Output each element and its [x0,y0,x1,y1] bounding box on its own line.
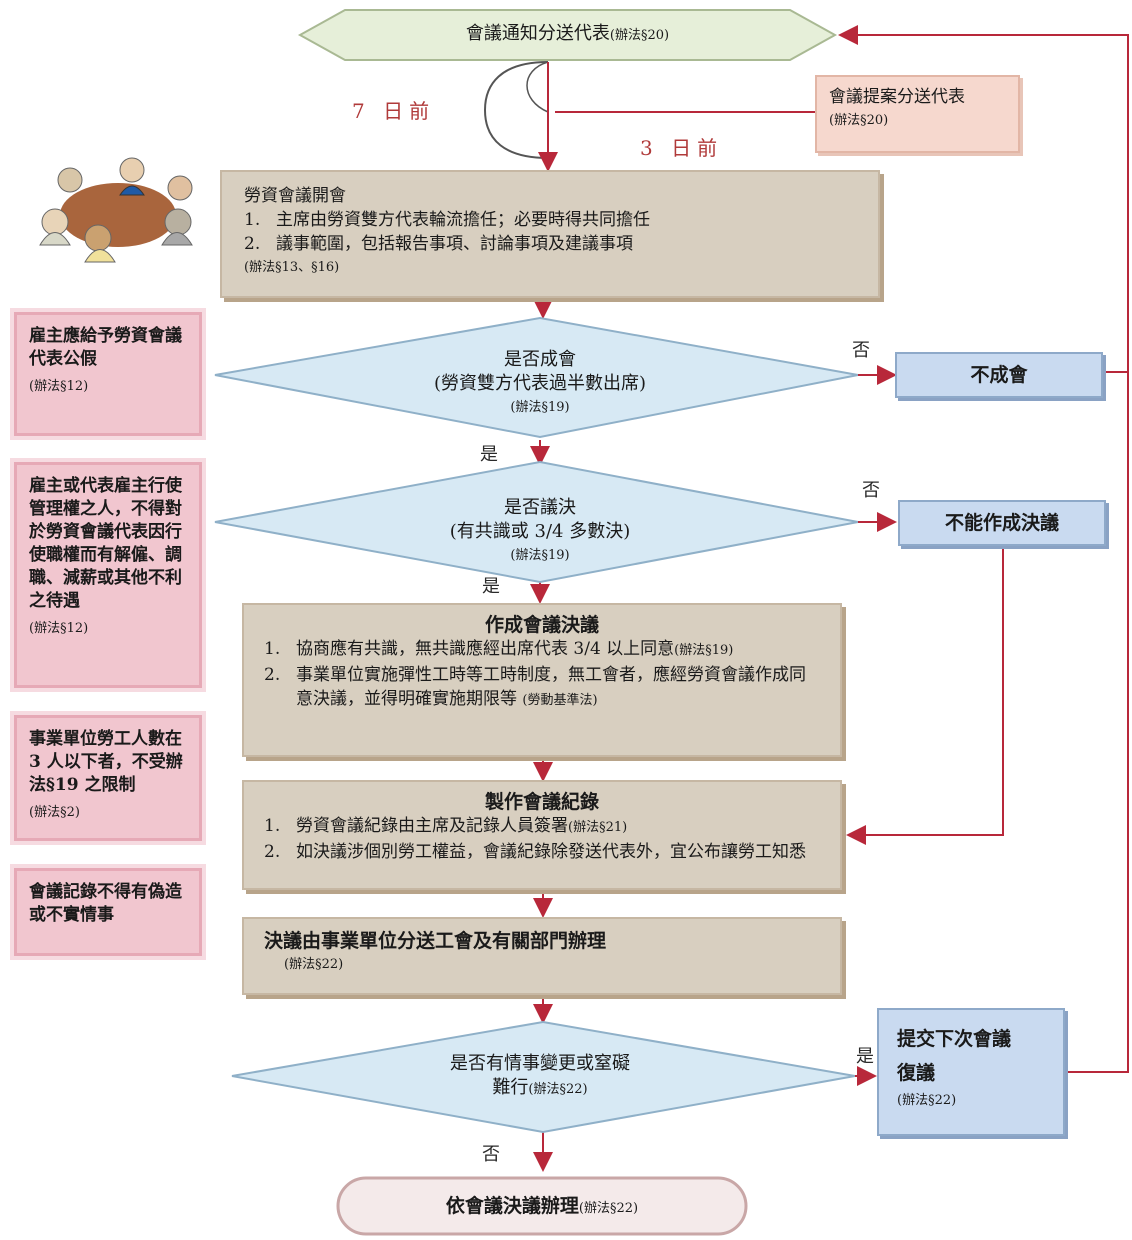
minutes-item-1-text: 勞資會議紀錄由主席及記錄人員簽署 [296,816,568,836]
side-note-4: 會議記錄不得有偽造或不實情事 [14,868,202,956]
meeting-item-2: 2. 議事範圍，包括報告事項、討論事項及建議事項 [244,232,856,256]
quorum-ref: (辦法§19) [510,400,570,415]
execute-text: 依會議決議辦理 [445,1195,579,1217]
resolve-no-label: 否 [862,480,880,501]
meeting-ref: (辦法§13、§16) [244,260,340,275]
quorum-line2: (勞資雙方代表過半數出席) [433,373,647,394]
notice-shape [297,9,838,61]
days-7-label: 7 日前 [352,99,436,123]
minutes-item-1: 1. 勞資會議紀錄由主席及記錄人員簽署(辦法§21) [264,814,820,840]
change-text: 是否有情事變更或窒礙 難行(辦法§22) [370,1052,710,1102]
no-resolution-box: 不能作成決議 [898,500,1106,546]
execute-ref: (辦法§22) [578,1201,639,1216]
make-resolution-item-2-num: 2. [264,665,281,685]
make-resolution-title: 作成會議決議 [484,614,599,636]
meeting-item-1-text: 主席由勞資雙方代表輪流擔任；必要時得共同擔任 [276,210,650,230]
side-note-2: 雇主或代表雇主行使管理權之人，不得對於勞資會議代表因行使職權而有解僱、調職、減薪… [14,462,202,688]
change-yes-label: 是 [856,1046,874,1067]
notice-label: 會議通知分送代表(辦法§20) [345,22,790,48]
no-quorum-box: 不成會 [895,352,1103,398]
minutes-item-2: 2. 如決議涉個別勞工權益，會議紀錄除發送代表外，宜公布讓勞工知悉 [264,840,820,864]
side-note-3: 事業單位勞工人數在 3 人以下者，不受辦法§19 之限制 (辦法§2) [14,715,202,841]
proposal-ref: (辦法§20) [829,113,889,128]
side-note-2-ref: (辦法§12) [29,621,89,636]
make-resolution-item-1-text: 協商應有共識，無共識應經出席代表 3/4 以上同意 [296,639,675,659]
change-line2: 難行 [492,1077,529,1098]
side-note-1-text: 雇主應給予勞資會議代表公假 [29,326,182,369]
meeting-item-1: 1. 主席由勞資雙方代表輪流擔任；必要時得共同擔任 [244,208,856,232]
side-note-4-text: 會議記錄不得有偽造或不實情事 [29,882,182,925]
loop-curve-inner [526,61,549,113]
execute-shape [336,1176,748,1236]
make-resolution-item-2-text: 事業單位實施彈性工時等工時制度，無工會者，應經勞資會議作成同意決議，並得明確實施… [296,665,806,709]
make-resolution-box: 作成會議決議 1. 協商應有共識，無共識應經出席代表 3/4 以上同意(辦法§19… [242,603,842,757]
notice-ref: (辦法§20) [609,28,670,43]
proposal-box: 會議提案分送代表 (辦法§20) [815,75,1020,153]
change-no-label: 否 [482,1144,500,1165]
change-ref: (辦法§22) [528,1082,588,1097]
change-line1: 是否有情事變更或窒礙 [450,1053,630,1074]
side-note-1: 雇主應給予勞資會議代表公假 (辦法§12) [14,312,202,436]
resubmit-text2: 復議 [897,1062,936,1084]
minutes-item-1-num: 1. [264,816,281,836]
quorum-no-label: 否 [852,340,870,361]
side-note-3-ref: (辦法§2) [29,805,80,820]
make-resolution-item-1-num: 1. [264,639,281,659]
minutes-item-2-num: 2. [264,842,281,862]
loop-curve [483,61,549,159]
minutes-item-1-ref: (辦法§21) [568,820,628,835]
resolve-text: 是否議決 (有共識或 3/4 多數決) (辦法§19) [340,496,740,568]
distribute-box: 決議由事業單位分送工會及有關部門辦理 (辦法§22) [242,917,842,995]
distribute-text: 決議由事業單位分送工會及有關部門辦理 [264,930,607,952]
distribute-ref: (辦法§22) [284,957,344,972]
resolve-line1: 是否議決 [504,497,576,518]
days-3-label: 3 日前 [640,136,724,160]
meeting-box: 勞資會議開會 1. 主席由勞資雙方代表輪流擔任；必要時得共同擔任 2. 議事範圍，包… [220,170,880,298]
resolve-yes-label: 是 [482,576,500,597]
side-note-1-ref: (辦法§12) [29,379,89,394]
resolve-ref: (辦法§19) [510,548,570,563]
quorum-text: 是否成會 (勞資雙方代表過半數出席) (辦法§19) [340,348,740,420]
make-resolution-item-1: 1. 協商應有共識，無共識應經出席代表 3/4 以上同意(辦法§19) [264,637,820,663]
side-note-2-text: 雇主或代表雇主行使管理權之人，不得對於勞資會議代表因行使職權而有解僱、調職、減薪… [29,476,182,611]
meeting-item-1-num: 1. [244,210,261,230]
make-resolution-item-2-ref: (勞動基準法) [522,693,598,708]
side-note-3-text: 事業單位勞工人數在 3 人以下者，不受辦法§19 之限制 [29,729,183,795]
execute-label: 依會議決議辦理(辦法§22) [338,1194,746,1221]
make-resolution-item-2: 2. 事業單位實施彈性工時等工時制度，無工會者，應經勞資會議作成同意決議，並得明確… [264,663,820,713]
resolve-line2: (有共識或 3/4 多數決) [449,521,631,542]
minutes-title: 製作會議紀錄 [484,791,599,813]
meeting-item-2-text: 議事範圍，包括報告事項、討論事項及建議事項 [276,234,633,254]
make-resolution-item-1-ref: (辦法§19) [674,643,734,658]
quorum-yes-label: 是 [480,444,498,465]
resubmit-ref: (辦法§22) [897,1093,957,1108]
meeting-title: 勞資會議開會 [244,186,346,206]
meeting-people-icon [39,157,193,263]
meeting-item-2-num: 2. [244,234,261,254]
resubmit-box: 提交下次會議 復議 (辦法§22) [877,1008,1065,1136]
notice-text: 會議通知分送代表 [465,23,610,44]
minutes-box: 製作會議紀錄 1. 勞資會議紀錄由主席及記錄人員簽署(辦法§21) 2. 如決議涉個… [242,780,842,890]
quorum-line1: 是否成會 [504,349,576,370]
minutes-item-2-text: 如決議涉個別勞工權益，會議紀錄除發送代表外，宜公布讓勞工知悉 [296,842,806,862]
resubmit-text: 提交下次會議 [897,1028,1012,1050]
proposal-text: 會議提案分送代表 [829,87,965,107]
